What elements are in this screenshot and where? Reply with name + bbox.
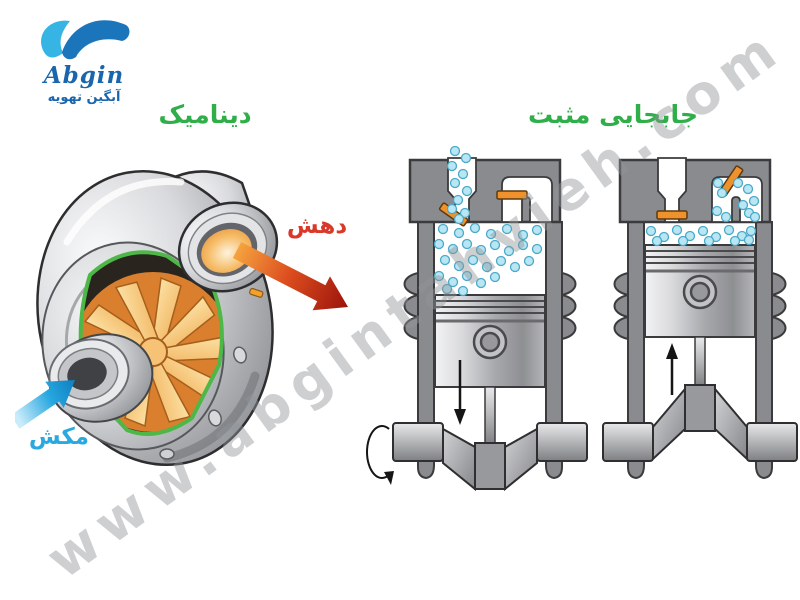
piston [644, 244, 756, 338]
label-suction: مکش [28, 424, 90, 450]
cylinder-wall-left [627, 221, 645, 480]
crank-journal-left [602, 422, 654, 462]
title-dynamic: دینامیک [158, 100, 252, 129]
logo-wave-icon [41, 20, 130, 60]
piston-down-arrow [454, 360, 466, 425]
housing-highlight [63, 178, 185, 246]
piston-up-arrow [666, 343, 678, 395]
logo-wave-light [41, 20, 70, 58]
crankshaft [602, 384, 798, 462]
piston-discharge-stroke-figure [602, 157, 798, 485]
bolt [159, 448, 175, 460]
discharge-valve-closed [496, 190, 528, 200]
logo-tagline: آبگین تهویه [47, 90, 121, 106]
cooling-fins-left [403, 271, 419, 341]
gas-molecules [433, 145, 543, 297]
centrifugal-compressor-figure [15, 169, 348, 467]
discharge-glow [201, 229, 252, 273]
intake-port [657, 157, 687, 223]
cylinder-wall-right [545, 221, 563, 480]
discharge-flange [177, 201, 279, 293]
logo-wave-dark [62, 20, 130, 60]
bolt [208, 409, 222, 427]
piston [434, 294, 546, 388]
abgin-logo: Abgin آبگین تهویه [32, 12, 136, 105]
housing-shadow [162, 371, 260, 463]
crank-pin [684, 384, 716, 432]
intake-valve-closed [656, 210, 688, 220]
piston-intake-stroke-figure [366, 145, 588, 492]
logo-brand-text: Abgin [43, 62, 125, 89]
label-discharge: دهش [286, 213, 348, 239]
cylinder-wall-right [755, 221, 773, 480]
piston-rod [484, 386, 496, 446]
suction-arrow [15, 380, 75, 429]
crankshaft [392, 422, 588, 492]
gas-molecules [645, 177, 761, 247]
cooling-fins-left [613, 271, 629, 341]
cooling-fins-right [771, 271, 787, 341]
crank-pin [474, 442, 506, 490]
crank-journal-left [392, 422, 444, 462]
cooling-fins-right [561, 271, 577, 341]
drain-pin [249, 287, 264, 298]
title-positive-displacement: جابجایی مثبت [528, 100, 698, 129]
cylinder-wall-left [417, 221, 435, 480]
bolt [233, 346, 247, 364]
discharge-arrow [232, 242, 348, 311]
crank-journal-right [746, 422, 798, 462]
inlet-bore [67, 357, 107, 391]
rotation-arrow [366, 425, 394, 485]
piston-rod [694, 336, 706, 388]
